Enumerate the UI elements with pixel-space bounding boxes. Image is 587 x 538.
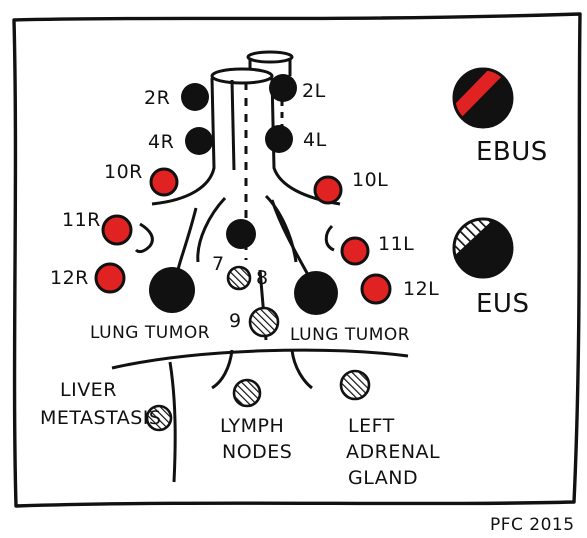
node-lymph-nodes	[232, 378, 262, 408]
label-4R: 4R	[148, 131, 174, 153]
label-12R: 12R	[50, 267, 89, 289]
node-12R	[94, 262, 126, 294]
black-nodes	[149, 74, 338, 315]
signature: PFC 2015	[490, 515, 575, 535]
diaphragm	[111, 348, 409, 483]
label-2L: 2L	[302, 80, 326, 102]
node-7	[226, 219, 256, 249]
label-metastasis: METASTASIS	[40, 407, 161, 429]
label-4L: 4L	[303, 129, 327, 151]
label-2R: 2R	[144, 87, 170, 109]
eus-icon	[454, 219, 512, 277]
label-11L: 11L	[378, 233, 414, 255]
label-nodes: NODES	[222, 441, 292, 463]
hatched-nodes	[145, 265, 371, 432]
label-lung-tumor-right: LUNG TUMOR	[290, 325, 410, 345]
ebus-icon	[454, 69, 512, 127]
label-eus: EUS	[476, 289, 529, 319]
node-left-adrenal	[339, 369, 371, 401]
label-10R: 10R	[104, 161, 143, 183]
red-nodes	[94, 167, 392, 305]
node-4R	[185, 127, 213, 155]
legend-eus: EUS	[452, 217, 529, 319]
label-12L: 12L	[403, 278, 439, 300]
node-11R	[101, 214, 133, 246]
lower-labels: LIVER METASTASIS LYMPH NODES LEFT ADRENA…	[40, 379, 440, 489]
label-11R: 11R	[62, 209, 101, 231]
node-lung-tumor-left	[149, 267, 195, 313]
node-8	[226, 265, 252, 291]
label-lung-tumor-left: LUNG TUMOR	[90, 323, 210, 343]
legend-ebus: EBUS	[452, 67, 548, 167]
node-11L	[340, 236, 370, 266]
station-labels: 2R 2L 4R 4L 10R 10L 11R 11L 12R 12L 7 8 …	[50, 80, 439, 332]
label-gland: GLAND	[348, 467, 418, 489]
node-2R	[181, 83, 209, 111]
node-12L	[360, 273, 392, 305]
label-10L: 10L	[352, 169, 388, 191]
node-10L	[313, 175, 343, 205]
label-8: 8	[256, 267, 269, 289]
node-4L	[265, 125, 293, 153]
node-2L	[269, 74, 297, 102]
frame-border	[12, 12, 582, 508]
node-9	[248, 306, 280, 338]
bronchi	[134, 222, 335, 254]
label-7: 7	[212, 253, 225, 275]
label-liver: LIVER	[60, 379, 117, 401]
node-lung-tumor-right	[294, 271, 338, 315]
label-left: LEFT	[348, 415, 395, 437]
node-liver	[145, 404, 173, 432]
node-10R	[149, 167, 179, 197]
label-lymph: LYMPH	[220, 415, 284, 437]
label-9: 9	[229, 310, 242, 332]
label-adrenal: ADRENAL	[346, 441, 440, 463]
label-ebus: EBUS	[476, 137, 548, 167]
tumor-labels: LUNG TUMOR LUNG TUMOR	[90, 323, 410, 345]
